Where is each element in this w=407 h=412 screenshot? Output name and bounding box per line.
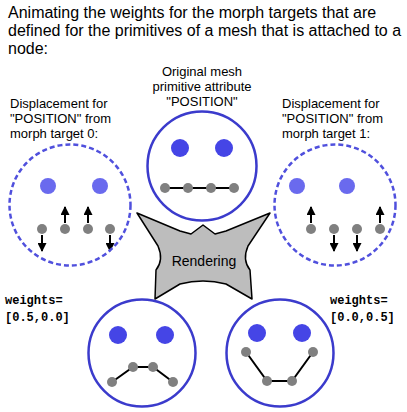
weights-label: weights= [0.0,0.5] — [330, 293, 404, 327]
smile-face — [241, 324, 318, 386]
circle-outline — [225, 298, 335, 408]
displacement-face-1 — [289, 178, 385, 251]
circle-heading: Displacement for "POSITION" from morph t… — [282, 96, 404, 141]
circle-outline — [273, 143, 397, 267]
circle-outline — [8, 143, 132, 267]
mesh-circle: Original mesh primitive attribute "POSIT… — [146, 110, 258, 222]
circle-heading: Displacement for "POSITION" from morph t… — [10, 96, 140, 141]
circle-heading: Original mesh primitive attribute "POSIT… — [140, 64, 264, 109]
result-circle: weights= [0.0,0.5] — [225, 298, 335, 408]
displacement-face-0 — [37, 178, 115, 251]
circle-outline — [87, 298, 197, 408]
weights-label: weights= [0.5,0.0] — [5, 293, 79, 327]
rendering-label: Rendering — [135, 253, 273, 270]
frown-face — [107, 326, 178, 387]
diagram-title: Animating the weights for the morph targ… — [8, 4, 404, 58]
displacement-circle: Displacement for "POSITION" from morph t… — [273, 143, 397, 267]
result-circle: weights= [0.5,0.0] — [87, 298, 197, 408]
displacement-circle: Displacement for "POSITION" from morph t… — [8, 143, 132, 267]
circle-outline — [146, 110, 258, 222]
original-face — [160, 139, 239, 193]
rendering-shape: Rendering — [135, 210, 273, 302]
